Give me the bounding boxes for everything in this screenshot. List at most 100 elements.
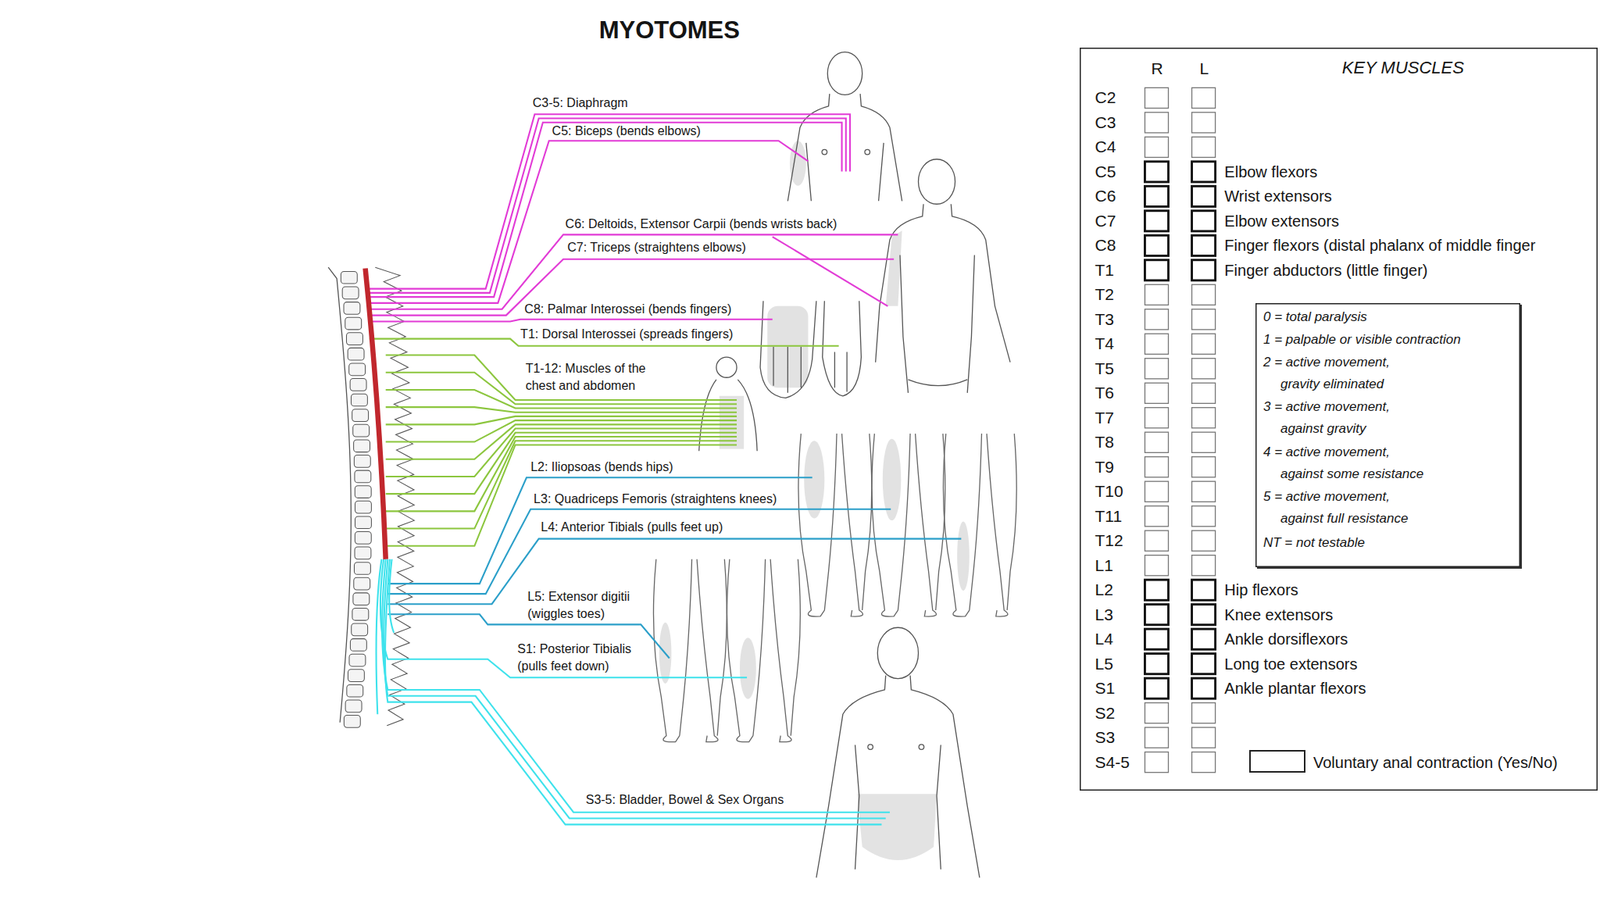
- segment-label: C5: [1094, 161, 1116, 183]
- score-box: [1144, 678, 1168, 699]
- torso-outline: [787, 93, 902, 201]
- key-muscle: Finger abductors (little finger): [1224, 260, 1428, 281]
- lumbar-leaders: [387, 477, 961, 658]
- score-box: [1192, 727, 1216, 748]
- segment-label: C7: [1094, 210, 1116, 232]
- score-box: [1144, 506, 1168, 527]
- leader-line: [369, 319, 773, 322]
- legs: [942, 433, 1017, 617]
- leader-line: [385, 355, 737, 400]
- score-box: [1144, 309, 1168, 330]
- vertebra: [350, 378, 367, 392]
- score-box: [1192, 457, 1216, 478]
- myotome-callout: C5: Biceps (bends elbows): [552, 122, 701, 140]
- leader-line: [385, 420, 737, 442]
- score-box: [1144, 112, 1168, 133]
- segment-label: L1: [1094, 555, 1113, 576]
- anal-contraction-box: Voluntary anal contraction (Yes/No): [1249, 750, 1306, 773]
- nipple: [867, 744, 874, 750]
- vertebra: [354, 546, 372, 560]
- leader-line: [385, 440, 737, 529]
- score-box: [1192, 260, 1216, 281]
- vertebra: [353, 562, 371, 575]
- segment-label: T10: [1094, 481, 1123, 502]
- vertebra: [352, 409, 369, 422]
- vertebra: [345, 317, 362, 330]
- score-box: [1192, 136, 1216, 158]
- leader-line: [385, 424, 737, 459]
- score-box: [1144, 185, 1168, 207]
- segment-label: L3: [1094, 604, 1113, 625]
- segment-label: T1: [1094, 260, 1115, 281]
- vertebra: [353, 592, 370, 606]
- key-muscle: Wrist extensors: [1224, 185, 1332, 207]
- score-box: [1192, 653, 1216, 675]
- segment-label: L2: [1094, 579, 1113, 600]
- grade-definition: 3 = active movement, against gravity: [1263, 396, 1429, 440]
- nipple: [918, 744, 925, 750]
- score-box: [1144, 333, 1168, 354]
- tibialis-shade: [957, 521, 970, 591]
- score-box: [1144, 555, 1168, 576]
- spinal-cord: [365, 268, 386, 560]
- nipple: [821, 149, 828, 155]
- score-box: [1144, 579, 1168, 600]
- leader-line: [385, 432, 737, 494]
- vertebra: [353, 577, 371, 590]
- segment-label: C8: [1094, 235, 1116, 256]
- score-box: [1192, 530, 1216, 551]
- score-box: [1144, 136, 1168, 158]
- segment-label: C2: [1094, 87, 1116, 108]
- leader-line: [387, 509, 891, 594]
- segment-label: S4-5: [1094, 752, 1129, 773]
- score-box: [1144, 752, 1168, 773]
- hand: [822, 300, 862, 396]
- biceps-shade: [789, 140, 807, 186]
- vertebra: [353, 439, 371, 453]
- vertebra: [346, 332, 363, 346]
- score-box: [1192, 284, 1216, 305]
- segment-label: T12: [1094, 530, 1123, 551]
- leader-line: [369, 122, 843, 297]
- leader-line: [369, 234, 899, 309]
- score-box: [1192, 358, 1216, 379]
- score-box: [1144, 358, 1168, 379]
- myotome-callout: T1-12: Muscles of the chest and abdomen: [525, 360, 664, 395]
- key-muscle: Finger flexors (distal phalanx of middle…: [1224, 235, 1536, 256]
- anal-contraction-label: Voluntary anal contraction (Yes/No): [1313, 752, 1558, 773]
- vertebra: [352, 607, 369, 621]
- score-box: [1192, 407, 1216, 429]
- vertebra: [353, 455, 371, 468]
- segment-label: C4: [1094, 136, 1116, 158]
- leader-line: [772, 236, 889, 307]
- vertebra: [347, 347, 365, 361]
- grade-definition: NT = not testable: [1263, 532, 1365, 554]
- segment-label: T7: [1094, 407, 1115, 429]
- pelvic-shade: [857, 793, 937, 861]
- vertebra: [349, 363, 366, 376]
- leader-line: [385, 428, 737, 477]
- cauda-nerve: [376, 559, 383, 715]
- nipple: [864, 149, 871, 155]
- head: [877, 627, 918, 679]
- segment-label: T3: [1094, 309, 1115, 330]
- thoracic-leaders: [369, 339, 840, 547]
- grade-definition: 1 = palpable or visible contraction: [1263, 328, 1461, 351]
- column-header: L: [1199, 58, 1209, 79]
- myotome-callout: T1: Dorsal Interossei (spreads fingers): [520, 325, 733, 343]
- score-box: [1144, 284, 1168, 305]
- key-muscle: Ankle dorsiflexors: [1224, 628, 1348, 650]
- calf-shade: [739, 637, 757, 699]
- back-figure: [875, 203, 1011, 393]
- vertebra: [343, 715, 361, 729]
- column-header: R: [1151, 58, 1164, 79]
- score-box: [1144, 604, 1168, 625]
- myotome-callout: L5: Extensor digitii (wiggles toes): [527, 588, 657, 623]
- diagram-title: MYOTOMES: [599, 16, 740, 45]
- score-box: [1192, 185, 1216, 207]
- legs: [727, 559, 801, 743]
- myotome-callout: C7: Triceps (straightens elbows): [567, 239, 747, 257]
- segment-label: T9: [1094, 457, 1115, 478]
- score-box: [1144, 161, 1168, 183]
